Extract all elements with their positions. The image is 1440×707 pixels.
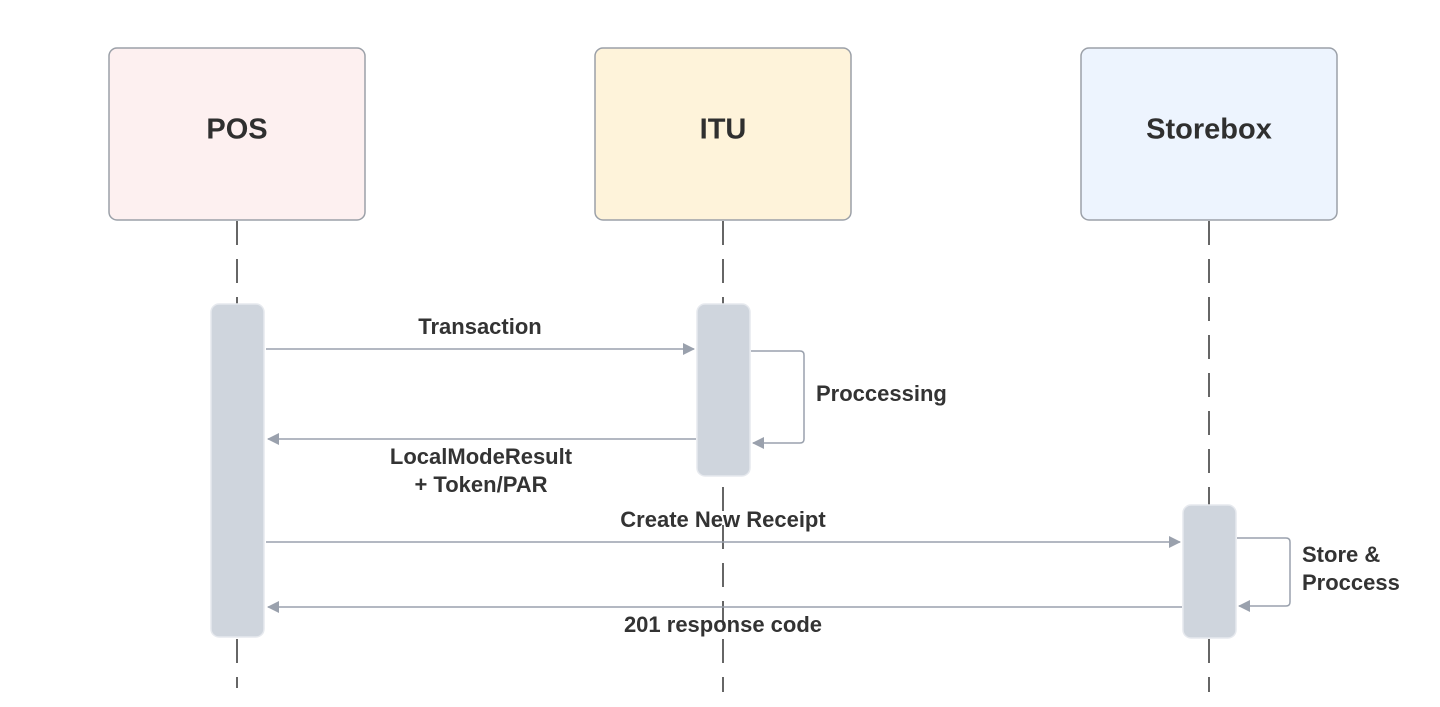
pos-activation-bar — [210, 303, 265, 638]
store-process-label-line2: Proccess — [1302, 570, 1400, 595]
participant-pos-box — [108, 47, 366, 221]
transaction-label: Transaction — [418, 314, 541, 339]
response-code-label: 201 response code — [624, 612, 822, 637]
participant-storebox: Storebox — [1080, 47, 1338, 221]
participant-itu: ITU — [594, 47, 852, 221]
participant-itu-box — [594, 47, 852, 221]
local-mode-result-label-line1: LocalModeResult — [390, 444, 573, 469]
create-new-receipt-label: Create New Receipt — [620, 507, 826, 532]
participant-pos: POS — [108, 47, 366, 221]
processing-label: Proccessing — [816, 381, 947, 406]
storebox-activation-bar — [1182, 504, 1237, 639]
participant-storebox-label: Storebox — [1146, 114, 1272, 146]
itu-activation-bar — [696, 303, 751, 477]
participant-storebox-box — [1080, 47, 1338, 221]
participant-pos-label: POS — [206, 114, 267, 146]
processing-self-arrow — [751, 350, 805, 449]
store-process-self-arrow — [1237, 537, 1291, 612]
store-process-label-line1: Store & — [1302, 542, 1380, 567]
participant-itu-label: ITU — [700, 114, 747, 146]
local-mode-result-label-line2: + Token/PAR — [414, 472, 547, 497]
